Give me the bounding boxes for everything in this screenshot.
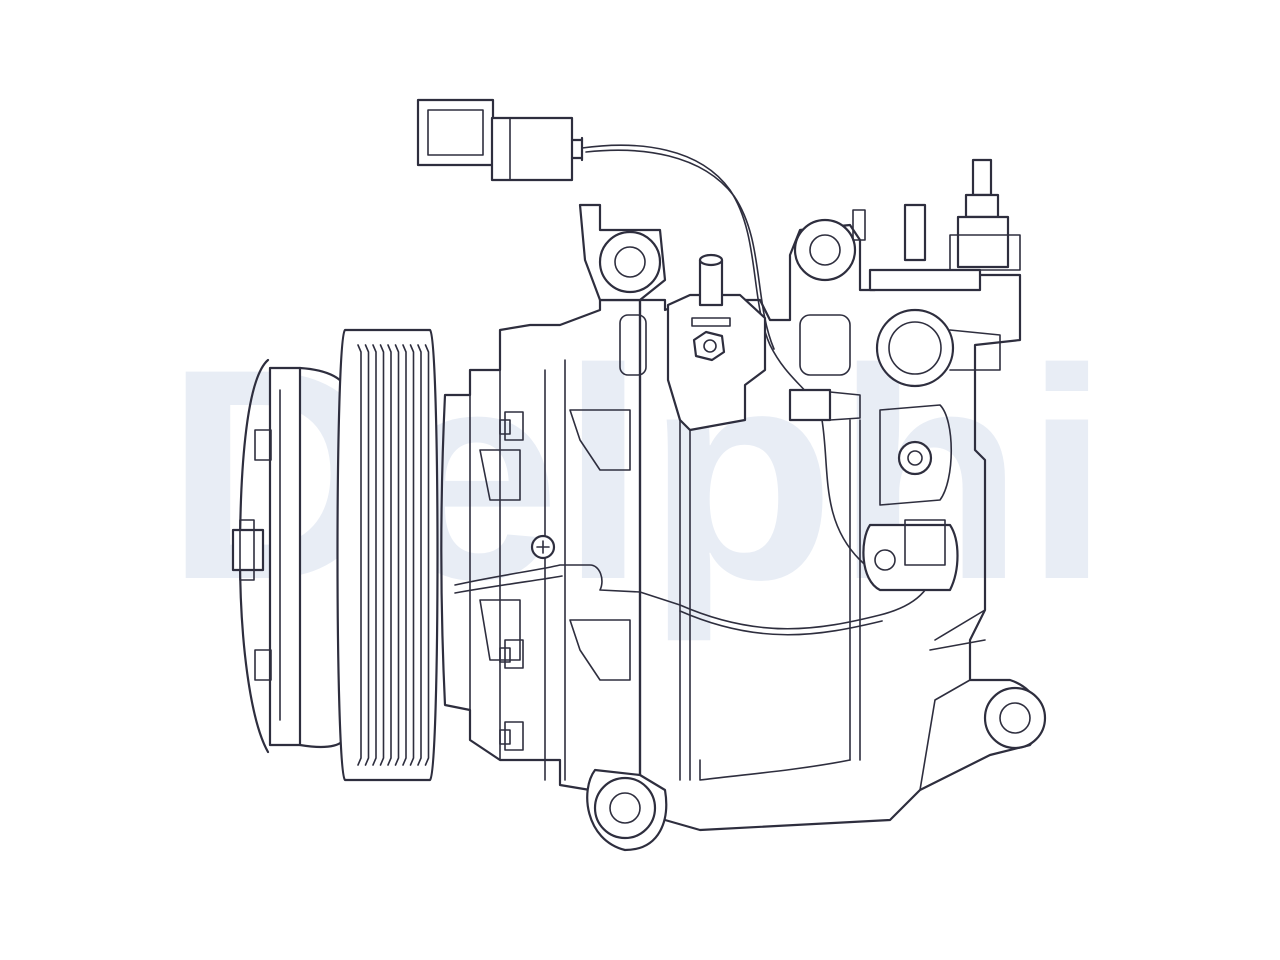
discharge-port (868, 268, 1001, 388)
pulley (336, 328, 439, 782)
pulley-groove (379, 344, 385, 766)
service-port (666, 253, 767, 432)
pulley-groove (372, 344, 377, 766)
front-housing (440, 298, 642, 792)
pulley-groove (424, 344, 430, 766)
pulley-groove (394, 344, 400, 766)
pulley-groove (357, 344, 362, 766)
mounting-lug-bottom-left (586, 768, 668, 852)
mounting-boss-top-left (578, 203, 667, 376)
pulley-groove (364, 344, 370, 766)
pulley-groove (409, 344, 415, 766)
thermal-sensor-boss (862, 404, 959, 592)
brand-watermark: Delphi (165, 306, 1110, 644)
mounting-boss-top-right (793, 203, 927, 376)
sensor-wire (581, 144, 901, 573)
pressure-switch (949, 158, 1021, 271)
electrical-connector (416, 98, 584, 182)
pulley-groove (402, 344, 407, 766)
pulley-groove (387, 344, 392, 766)
clutch-plate (231, 358, 347, 754)
wire-clamp (788, 388, 861, 422)
compressor-body (638, 223, 1042, 832)
mounting-lug-bottom-right (983, 686, 1047, 750)
pulley-groove (417, 344, 422, 766)
